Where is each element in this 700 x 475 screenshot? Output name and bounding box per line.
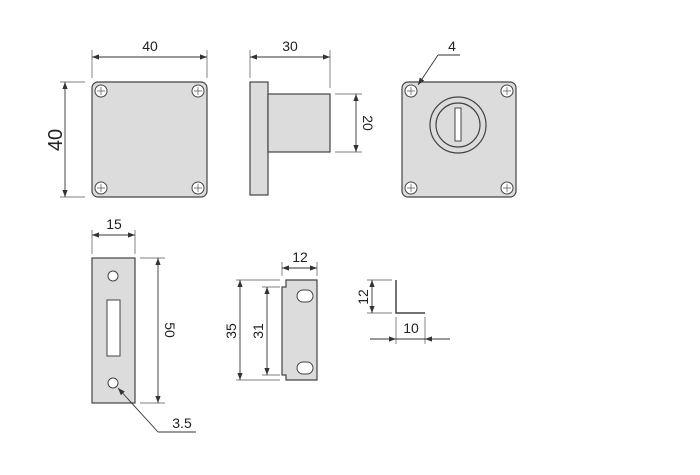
- screw-icon: [404, 84, 418, 98]
- screw-icon: [94, 84, 108, 98]
- dim-angle-height: 12: [355, 289, 371, 305]
- screw-icons: [94, 84, 205, 195]
- dim-strike-height: 50: [162, 322, 178, 338]
- front-plate: [91, 81, 208, 198]
- strike-hole: [107, 377, 119, 389]
- dim-side-diameter: 20: [360, 115, 376, 131]
- screw-icon: [404, 181, 418, 195]
- screw-icon: [191, 181, 205, 195]
- strike-slot: [106, 299, 121, 357]
- strike-hole: [107, 270, 119, 282]
- front-view: 40 40: [45, 38, 208, 198]
- keeper-view: 12 35 31: [223, 249, 318, 381]
- dim-keeper-height: 35: [223, 323, 239, 339]
- screw-icon: [500, 84, 514, 98]
- screw-icon: [94, 181, 108, 195]
- dim-side-depth: 30: [282, 38, 298, 54]
- strike-plate-view: 15 50 3.5: [91, 216, 196, 433]
- dim-angle-width: 10: [403, 320, 419, 336]
- dim-front-width: 40: [142, 38, 158, 54]
- dim-strike-width: 15: [106, 216, 122, 232]
- keeper-hole: [296, 361, 314, 375]
- dim-front-height: 40: [45, 129, 67, 151]
- dim-keeper-hole-spacing: 31: [250, 323, 266, 339]
- angle-profile-view: 12 10: [355, 279, 450, 344]
- side-cylinder: [267, 93, 331, 153]
- dim-keeper-width: 12: [292, 249, 308, 265]
- back-view: 4: [401, 38, 517, 198]
- turn-slot: [454, 107, 462, 142]
- dim-strike-hole: 3.5: [172, 415, 192, 431]
- dim-screw-hole: 4: [448, 38, 456, 54]
- keeper-plate: [281, 279, 318, 381]
- angle-profile: [395, 280, 425, 314]
- keeper-hole: [296, 289, 314, 303]
- side-view: 30 20: [249, 38, 376, 196]
- screw-icon: [500, 181, 514, 195]
- side-flange: [249, 81, 269, 196]
- screw-icon: [191, 84, 205, 98]
